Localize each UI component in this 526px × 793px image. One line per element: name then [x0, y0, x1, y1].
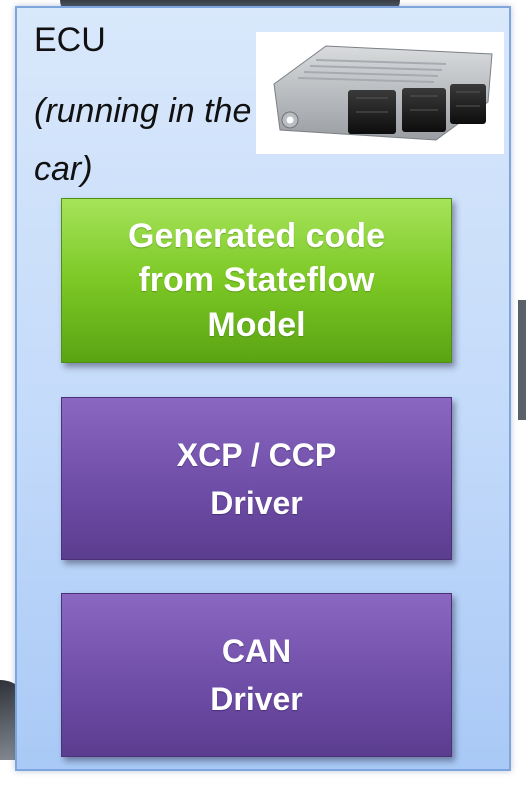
ecu-title: ECU [34, 21, 106, 59]
can-driver-block: CAN Driver [61, 593, 452, 757]
generated-code-label: Generated code from Stateflow Model [128, 217, 385, 344]
ecu-unit-icon [273, 45, 493, 141]
generated-code-block: Generated code from Stateflow Model [61, 198, 452, 363]
ecu-subtitle: (running in the car) [34, 92, 252, 189]
ecu-hardware-image [256, 32, 504, 154]
xcp-ccp-driver-block: XCP / CCP Driver [61, 397, 452, 560]
background-photo-right [518, 300, 526, 420]
xcp-ccp-driver-label: XCP / CCP Driver [176, 436, 337, 521]
can-driver-label: CAN Driver [210, 633, 303, 717]
